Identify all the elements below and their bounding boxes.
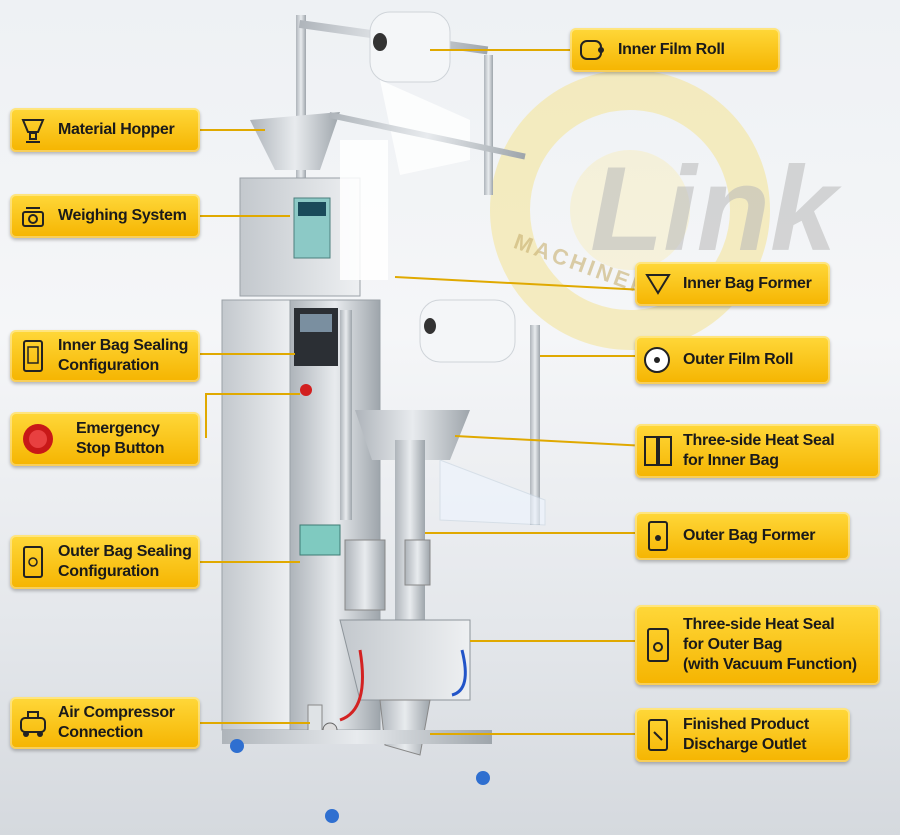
bag-seal-icon: [18, 339, 48, 373]
label-line-2: for Inner Bag: [683, 452, 779, 469]
label-line-1: Three-side Heat Seal: [683, 432, 835, 449]
leader-air-compressor: [200, 722, 310, 724]
label-text-block: Outer Bag Sealing Configuration: [58, 542, 192, 582]
label-line-1: Air Compressor: [58, 704, 175, 721]
label-line-2: for Outer Bag: [683, 636, 783, 653]
vacuum-bag-icon: [643, 628, 673, 662]
label-text: Inner Bag Former: [683, 275, 812, 292]
label-emergency-stop: Emergency Stop Button: [10, 412, 200, 466]
scale-icon: [18, 199, 48, 233]
leader-outer-bag-sealing: [200, 561, 300, 563]
outlet-bag-icon: [643, 718, 673, 752]
label-text-block: Three-side Heat Seal for Inner Bag: [683, 431, 835, 471]
watermark-gear: [490, 70, 770, 350]
label-weighing-system: Weighing System: [10, 194, 200, 238]
leader-three-side-outer: [470, 640, 635, 642]
label-line-1: Outer Bag Sealing: [58, 543, 192, 560]
label-line-1: Three-side Heat Seal: [683, 616, 835, 633]
leader-outer-bag-former: [425, 532, 635, 534]
label-line-1: Inner Bag Sealing: [58, 337, 189, 354]
label-line-2: Stop Button: [76, 440, 165, 457]
label-text-block: Three-side Heat Seal for Outer Bag (with…: [683, 615, 857, 675]
leader-weighing-system: [200, 215, 290, 217]
leader-inner-film-roll: [430, 49, 570, 51]
label-line-2: Configuration: [58, 563, 159, 580]
leader-material-hopper: [200, 129, 265, 131]
label-line-1: Finished Product: [683, 716, 809, 733]
film-roll-icon: [643, 343, 673, 377]
label-text: Outer Film Roll: [683, 351, 794, 368]
label-line-1: Emergency: [76, 420, 160, 437]
label-line-2: Discharge Outlet: [683, 736, 807, 753]
inner-bag-seal-icon: [643, 434, 673, 468]
compressor-icon: [18, 706, 48, 740]
film-roll-icon: [578, 33, 608, 67]
label-text: Inner Film Roll: [618, 41, 725, 58]
emergency-stop-icon: [18, 422, 58, 456]
label-inner-bag-sealing: Inner Bag Sealing Configuration: [10, 330, 200, 382]
hopper-icon: [18, 113, 48, 147]
watermark-brand: Link: [590, 142, 837, 276]
label-text: Material Hopper: [58, 121, 175, 138]
label-line-2: Connection: [58, 724, 143, 741]
label-three-side-outer: Three-side Heat Seal for Outer Bag (with…: [635, 605, 880, 685]
label-text: Weighing System: [58, 207, 187, 224]
label-three-side-inner: Three-side Heat Seal for Inner Bag: [635, 424, 880, 478]
funnel-icon: [643, 267, 673, 301]
label-line-3: (with Vacuum Function): [683, 656, 857, 673]
leader-emergency-v: [205, 393, 207, 438]
label-discharge-outlet: Finished Product Discharge Outlet: [635, 708, 850, 762]
leader-discharge: [430, 733, 635, 735]
label-text-block: Finished Product Discharge Outlet: [683, 715, 809, 755]
leader-outer-film-roll: [540, 355, 635, 357]
leader-inner-bag-sealing: [200, 353, 295, 355]
label-outer-film-roll: Outer Film Roll: [635, 336, 830, 384]
label-outer-bag-sealing: Outer Bag Sealing Configuration: [10, 535, 200, 589]
label-line-2: Configuration: [58, 357, 159, 374]
label-inner-bag-former: Inner Bag Former: [635, 262, 830, 306]
label-text: Outer Bag Former: [683, 527, 816, 544]
leader-emergency-h: [205, 393, 300, 395]
label-inner-film-roll: Inner Film Roll: [570, 28, 780, 72]
bag-seal-icon: [18, 545, 48, 579]
label-air-compressor: Air Compressor Connection: [10, 697, 200, 749]
label-text-block: Air Compressor Connection: [58, 703, 175, 743]
label-outer-bag-former: Outer Bag Former: [635, 512, 850, 560]
label-text-block: Inner Bag Sealing Configuration: [58, 336, 188, 376]
label-text-block: Emergency Stop Button: [76, 419, 165, 459]
label-material-hopper: Material Hopper: [10, 108, 200, 152]
bag-icon: [643, 519, 673, 553]
